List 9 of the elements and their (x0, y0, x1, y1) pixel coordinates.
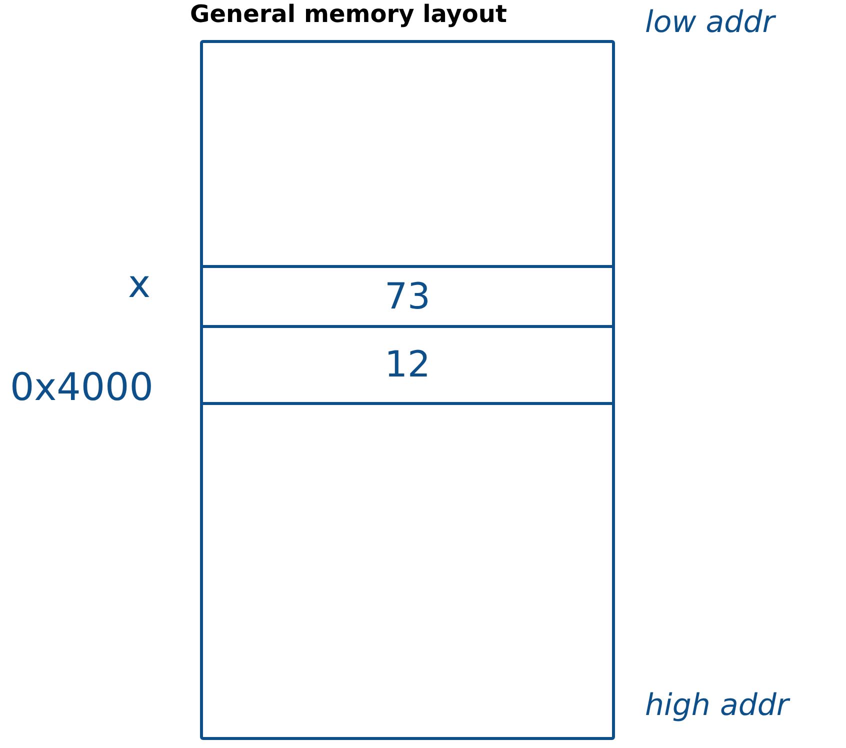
memory-block (200, 40, 615, 740)
address-direction-label: low addr (645, 5, 775, 40)
memory-cell (203, 265, 612, 328)
cell-value: 73 (384, 276, 432, 317)
address-label: 0x4000 (10, 365, 154, 409)
title: General memory layout (190, 0, 507, 28)
cell-value: 12 (384, 344, 432, 386)
address-label: x (128, 262, 150, 306)
address-direction-label: high addr (645, 688, 789, 723)
